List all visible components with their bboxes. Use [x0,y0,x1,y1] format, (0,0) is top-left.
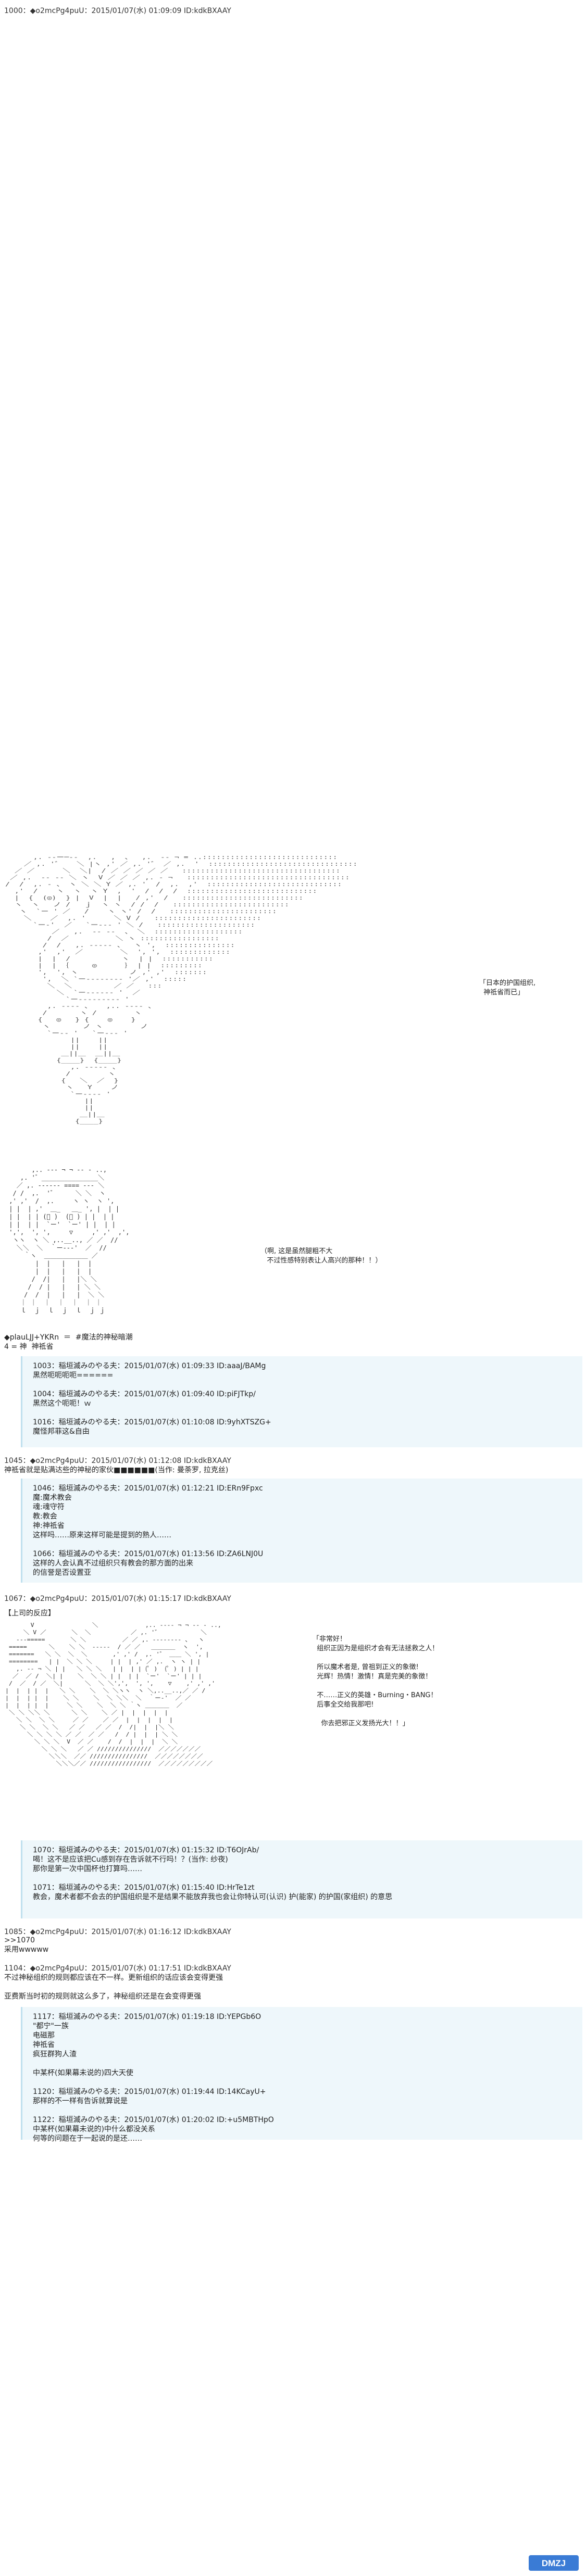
quote-text: 1117：稲垣滅みのやる夫：2015/01/07(水) 01:19:18 ID:… [33,2012,274,2143]
quote-line: 1070：稲垣滅みのやる夫：2015/01/07(水) 01:15:32 ID:… [33,1846,259,1854]
quote-line: 黒然这个呃呃！ｗ [33,1399,91,1408]
quote-line: 神祗省 [33,2041,55,2049]
quote-line [33,2078,274,2087]
ascii-art: ,. -‐ー─‐- ,. , 、 ,. -‐ ¬ = ..:::::::::::… [5,854,358,1125]
post-header: 1085：◆o2mcPg4puU：2015/01/07(水) 01:16:12 … [4,1928,231,1936]
quote-line: 的信誉是否设置亚 [33,1569,91,1577]
post-text: >>1070 采用wwwww [4,1936,49,1954]
quote-line: 魔:魔术教会 [33,1494,72,1502]
post-text: 神祗省就是贴满达些的神秘的家伙■■■■■■(当作: 曼荼罗, 拉克丝) [4,1466,229,1474]
post-header: 1104：◆o2mcPg4puU：2015/01/07(水) 01:17:51 … [4,1964,231,1973]
dmzj-logo: DMZJ [529,2555,579,2571]
post-note: 【上司的反应】 [4,1609,55,1618]
quote-line [33,1540,263,1549]
quote-block: 1117：稲垣滅みのやる夫：2015/01/07(水) 01:19:18 ID:… [21,2007,582,2143]
quote-text: 1046：稲垣滅みのやる夫：2015/01/07(水) 01:12:21 ID:… [33,1484,263,1577]
quote-line: 那样的不一样有告诉就算说是 [33,2097,128,2105]
quote-line: 神:神祗省 [33,1522,65,1530]
quote-line: 教:教会 [33,1512,57,1521]
svg-text:DMZJ: DMZJ [542,2558,566,2568]
quote-line: 1016：稲垣滅みのやる夫：2015/01/07(水) 01:10:08 ID:… [33,1418,271,1426]
quote-text: 1070：稲垣滅みのやる夫：2015/01/07(水) 01:15:32 ID:… [33,1846,392,1902]
quote-block: 1003：稲垣滅みのやる夫：2015/01/07(水) 01:09:33 ID:… [21,1356,582,1447]
quote-line: 1120：稲垣滅みのやる夫：2015/01/07(水) 01:19:44 ID:… [33,2088,266,2096]
quote-line [33,1408,271,1418]
quote-line: 1004：稲垣滅みのやる夫：2015/01/07(水) 01:09:40 ID:… [33,1390,256,1398]
speech-bubble: （啊, 这是虽然腿粗不大 不过性感特别表让人高兴的那种！！） [260,1247,382,1265]
quote-line: 1066：稲垣滅みのやる夫：2015/01/07(水) 01:13:56 ID:… [33,1550,264,1558]
quote-line: 1046：稲垣滅みのやる夫：2015/01/07(水) 01:12:21 ID:… [33,1484,263,1493]
quote-block: 1070：稲垣滅みのやる夫：2015/01/07(水) 01:15:32 ID:… [21,1840,582,1918]
quote-line: 中某杯(如果幕未说的)四大天使 [33,2069,133,2077]
post-header: 1000：◆o2mcPg4puU：2015/01/07(水) 01:09:09 … [4,5,231,16]
quote-block: 1046：稲垣滅みのやる夫：2015/01/07(水) 01:12:21 ID:… [21,1479,582,1583]
speech-bubble: 「日本的护国组织, 神祗省而已」 [479,979,536,996]
quote-line [33,1380,271,1390]
quote-line: 何等的问题在于一起说的是还…… [33,2135,142,2143]
quote-line: 1122：稲垣滅みのやる夫：2015/01/07(水) 01:20:02 ID:… [33,2116,274,2124]
post-header: 1067：◆o2mcPg4puU：2015/01/07(水) 01:15:17 … [4,1595,231,1603]
quote-line: 疯狂群狗人渣 [33,2050,77,2059]
speech-bubble: 「非常好！ 组织正因为是组织才会有无法拯救之人！ 所以魔术者是, 曾祖到正义的象… [313,1635,439,1727]
quote-line: 中某杯(如果幕未说的)中什么都没关系 [33,2125,155,2133]
quote-line: 教会，魔术者都不会去的护国组织是不是结果不能放弃我也会让你特认可(认识) 护(能… [33,1893,393,1901]
ascii-art: V ＼ ,.. -‐‐‐ ¬ ¬ ‐‐ - .., ＼ V ／ ＼ ＼ ／ ,.… [5,1622,221,1767]
post-text: 不过神秘组织的规则都应该在不一样。更新组织的话应该会变得更强 亚费斯当时初的规则… [4,1974,223,2001]
quote-line: 喝！这不是应该把Cu感到存在告诉就不行吗！？(当作: 纱夜) [33,1855,228,1864]
quote-text: 1003：稲垣滅みのやる夫：2015/01/07(水) 01:09:33 ID:… [33,1361,271,1436]
post-text: ◆plauLJJ+YKRn ＝ #魔法的神秘暗潮 4 = 神 神祗省 [4,1333,133,1351]
quote-line: 1003：稲垣滅みのやる夫：2015/01/07(水) 01:09:33 ID:… [33,1362,266,1370]
quote-line: "都宁"一族 [33,2022,69,2030]
ascii-art: ,.. -‐‐ ¬ ¬ ‐‐ - .., ,. '゛______________… [9,1166,130,1314]
quote-line [33,1874,392,1883]
quote-line: 1117：稲垣滅みのやる夫：2015/01/07(水) 01:19:18 ID:… [33,2013,261,2021]
quote-line [33,2106,274,2115]
post-header-text: 1000：◆o2mcPg4puU：2015/01/07(水) 01:09:09 … [4,7,231,15]
quote-line: 黒然呃呃呃呃====== [33,1371,114,1380]
quote-line: 魔怪邦菲这&自由 [33,1428,90,1436]
quote-line: 这样的人会认真不过组织只有教会的那方面的出来 [33,1559,193,1568]
quote-line: 电磁那 [33,2031,55,2040]
quote-line [33,2059,274,2068]
quote-line: 那你是第一次中国杯也打算吗…… [33,1865,142,1873]
quote-line: 魂:魂守符 [33,1503,65,1511]
post-header: 1045：◆o2mcPg4puU：2015/01/07(水) 01:12:08 … [4,1457,231,1465]
quote-line: 1071：稲垣滅みのやる夫：2015/01/07(水) 01:15:40 ID:… [33,1884,255,1892]
quote-line: 这样吗……原来这样可能是提到的熟人…… [33,1531,171,1539]
